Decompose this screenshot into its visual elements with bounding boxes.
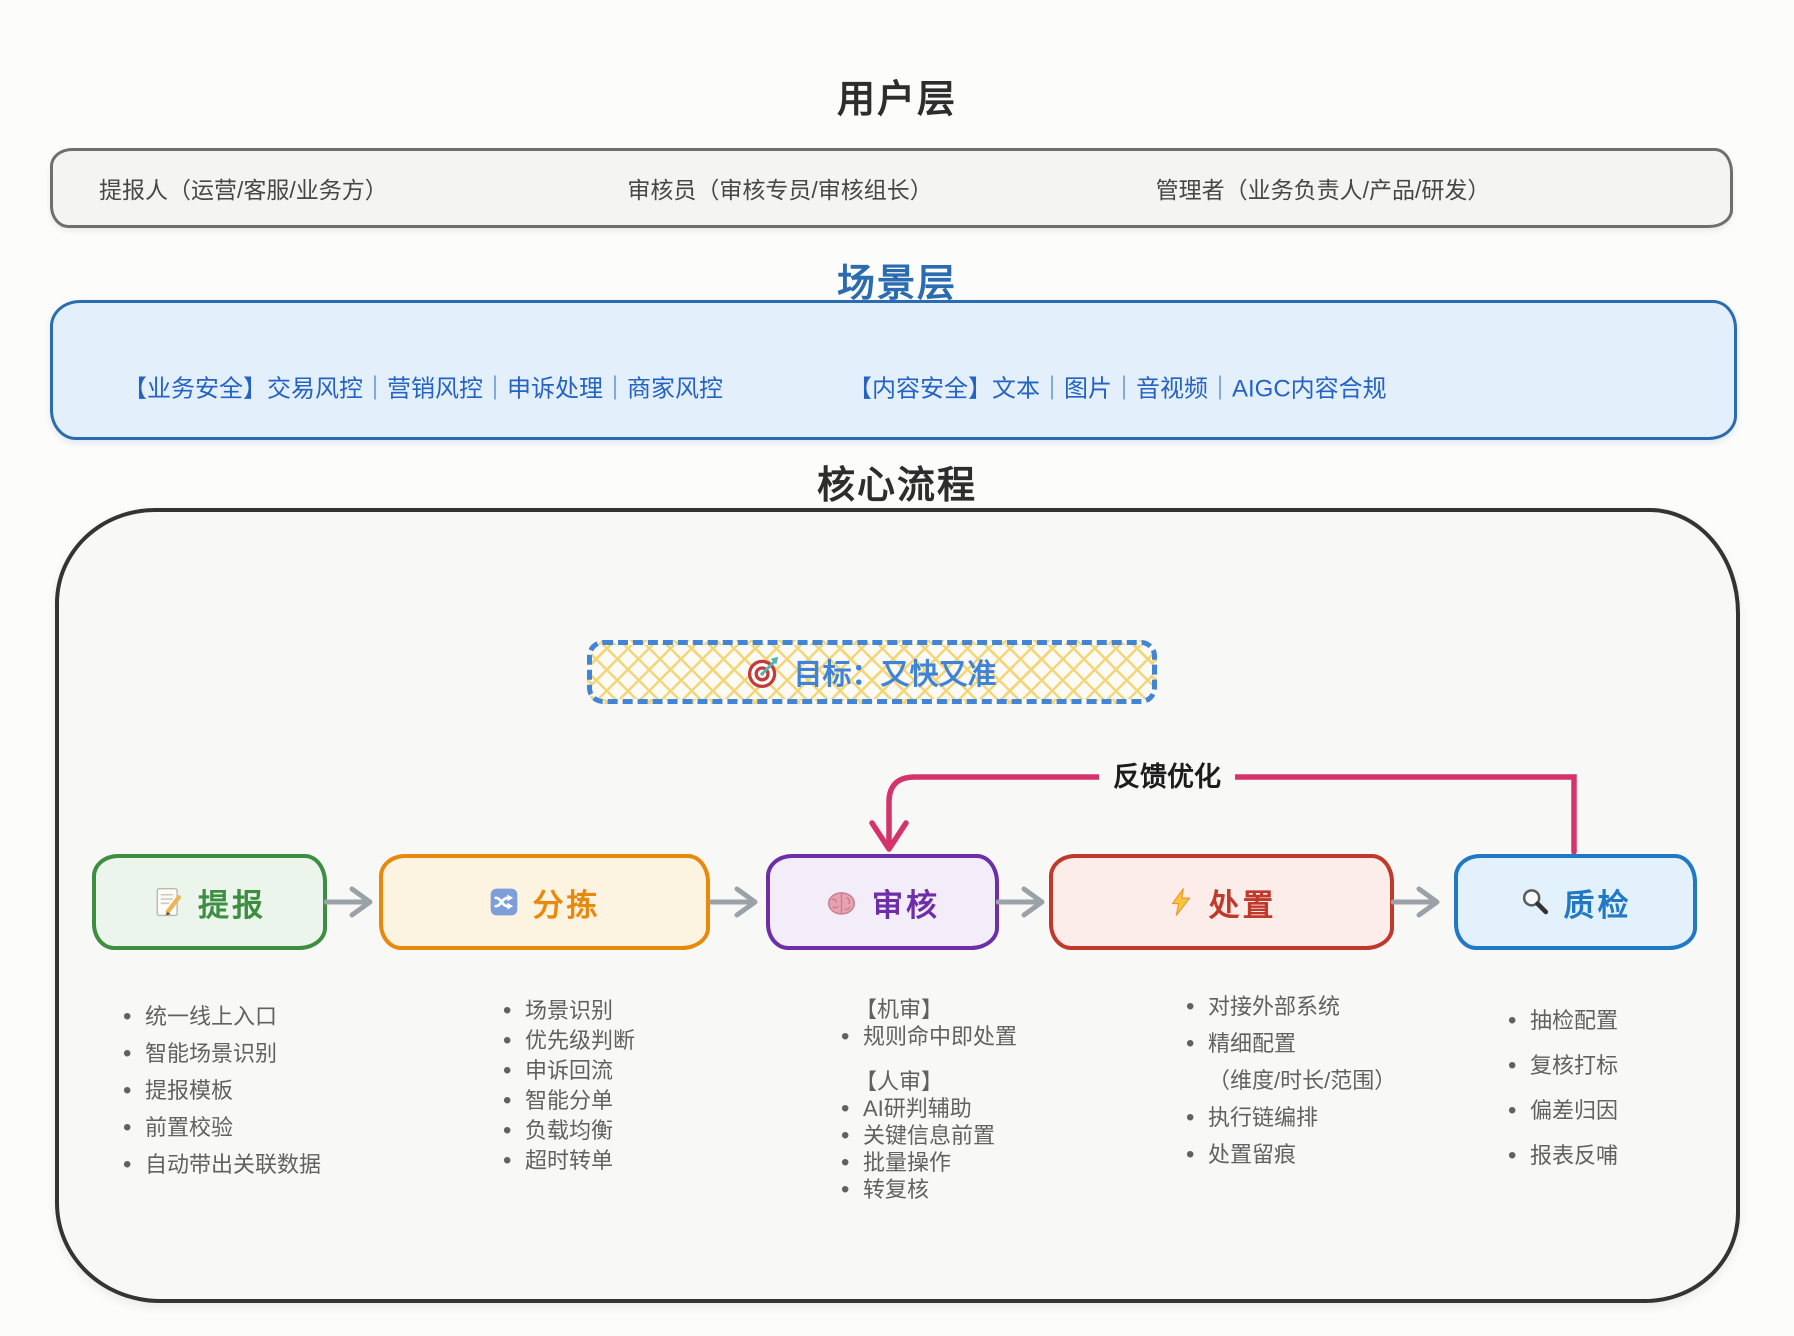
- scenario-group-business-safety: 【业务安全】交易风控｜营销风控｜申诉处理｜商家风控: [123, 375, 723, 403]
- note-item: 规则命中即处置: [841, 1023, 1017, 1050]
- note-item: 前置校验: [123, 1109, 321, 1146]
- note-item: 提报模板: [123, 1072, 321, 1109]
- note-item: 转复核: [841, 1176, 1017, 1203]
- role-submitter: 提报人（运营/客服/业务方）: [99, 177, 388, 203]
- feedback-label: 反馈优化: [1099, 758, 1235, 796]
- flow-arrow: [996, 886, 1045, 918]
- step-notes-tibao: 统一线上入口智能场景识别提报模板前置校验自动带出关联数据: [119, 998, 321, 1183]
- user-layer-box: 提报人（运营/客服/业务方） 审核员（审核专员/审核组长） 管理者（业务负责人/…: [50, 148, 1733, 228]
- note-item: 自动带出关联数据: [123, 1146, 321, 1183]
- notes-list: 场景识别优先级判断申诉回流智能分单负载均衡超时转单: [499, 996, 635, 1176]
- flow-arrow: [709, 886, 758, 918]
- note-item: 处置留痕: [1186, 1136, 1396, 1173]
- note-item: 批量操作: [841, 1149, 1017, 1176]
- step-box-tibao: 提报: [92, 854, 327, 950]
- note-item: 精细配置: [1186, 1025, 1396, 1062]
- note-item: 对接外部系统: [1186, 988, 1396, 1025]
- note-item: 执行链编排: [1186, 1099, 1396, 1136]
- goal-box: 目标：又快又准: [587, 640, 1157, 704]
- user-layer-title: 用户层: [836, 79, 957, 121]
- notes-list: 统一线上入口智能场景识别提报模板前置校验自动带出关联数据: [119, 998, 321, 1183]
- notes-list: 规则命中即处置: [837, 1023, 1017, 1050]
- goal-text: 目标：又快又准: [793, 659, 997, 691]
- scenario-layer-title: 场景层: [836, 263, 957, 305]
- step-label: 提报: [198, 887, 266, 923]
- step-label: 审核: [872, 887, 940, 923]
- notes-list: 抽检配置复核打标偏差归因报表反哺: [1504, 998, 1618, 1178]
- step-notes-fenjian: 场景识别优先级判断申诉回流智能分单负载均衡超时转单: [499, 996, 635, 1176]
- note-item: 负载均衡: [503, 1116, 635, 1146]
- role-reviewer: 审核员（审核专员/审核组长）: [627, 177, 933, 203]
- step-box-chuzhi: 处置: [1049, 854, 1394, 950]
- step-label: 处置: [1208, 887, 1277, 923]
- step-box-fenjian: 分拣: [379, 854, 710, 950]
- role-manager: 管理者（业务负责人/产品/研发）: [1155, 177, 1491, 203]
- note-item: 优先级判断: [503, 1026, 635, 1056]
- step-label: 分拣: [532, 887, 601, 923]
- core-process-box: 反馈优化 目标：又快又准 提报 分拣 审核 处置 质检 统一线上入口智能场景识别提报模板…: [55, 508, 1740, 1303]
- core-process-title: 核心流程: [816, 465, 977, 507]
- brain-icon: [825, 886, 858, 919]
- note-item: 复核打标: [1508, 1043, 1618, 1088]
- lightning-icon: [1167, 888, 1195, 916]
- note-item: 抽检配置: [1508, 998, 1618, 1043]
- note-item: 申诉回流: [503, 1056, 635, 1086]
- step-label: 质检: [1563, 887, 1632, 923]
- note-item: AI研判辅助: [841, 1095, 1017, 1122]
- step-notes-zhijian: 抽检配置复核打标偏差归因报表反哺: [1504, 998, 1618, 1178]
- notes-list: AI研判辅助关键信息前置批量操作转复核: [837, 1095, 1017, 1203]
- note-item: 报表反哺: [1508, 1133, 1618, 1178]
- note-item: （维度/时长/范围）: [1208, 1068, 1397, 1093]
- step-notes-chuzhi: 对接外部系统精细配置 （维度/时长/范围） 执行链编排处置留痕: [1182, 988, 1396, 1173]
- step-notes-shenhe: 【机审】规则命中即处置【人审】AI研判辅助关键信息前置批量操作转复核: [837, 996, 1017, 1203]
- note-item: 超时转单: [503, 1146, 635, 1176]
- shuffle-icon: [489, 887, 519, 917]
- note-item: 关键信息前置: [841, 1122, 1017, 1149]
- magnifier-icon: [1520, 887, 1550, 917]
- notes-heading: 【人审】: [855, 1069, 944, 1094]
- scenario-group-content-safety: 【内容安全】文本｜图片｜音视频｜AIGC内容合规: [848, 375, 1387, 403]
- note-item: 统一线上入口: [123, 998, 321, 1035]
- note-item: 偏差归因: [1508, 1088, 1618, 1133]
- step-box-zhijian: 质检: [1454, 854, 1697, 950]
- note-item: 场景识别: [503, 996, 635, 1026]
- scenario-layer-box: 【业务安全】交易风控｜营销风控｜申诉处理｜商家风控 【内容安全】文本｜图片｜音视…: [50, 300, 1737, 440]
- step-box-shenhe: 审核: [766, 854, 999, 950]
- flow-arrow: [1391, 886, 1440, 918]
- note-item: 智能场景识别: [123, 1035, 321, 1072]
- memo-icon: [153, 887, 184, 918]
- note-item: 智能分单: [503, 1086, 635, 1116]
- target-icon: [747, 655, 781, 689]
- notes-heading: 【机审】: [855, 997, 944, 1022]
- flow-arrow: [324, 886, 373, 918]
- notes-list: 对接外部系统精细配置 （维度/时长/范围） 执行链编排处置留痕: [1182, 988, 1396, 1173]
